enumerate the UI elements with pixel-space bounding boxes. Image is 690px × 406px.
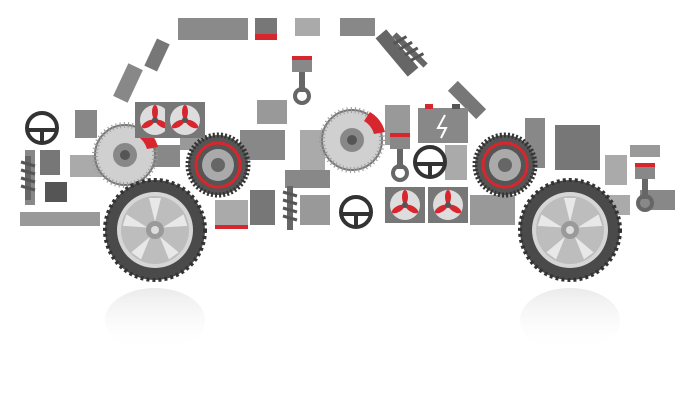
clutch-plate-rear [188, 135, 248, 195]
shock-absorber-icon [281, 184, 299, 232]
front-wheel [518, 178, 622, 282]
steering-wheel-icon [339, 195, 373, 229]
piston-icon [290, 54, 314, 105]
rear-wheel-reflection [105, 288, 205, 352]
battery-part [418, 104, 468, 143]
steering-wheel-icon [25, 111, 59, 145]
rear-wheel [103, 178, 207, 282]
brake-disc-center [322, 110, 385, 170]
front-wheel-reflection [520, 288, 620, 352]
clutch-plate-front [475, 135, 535, 195]
radiator-fan-3 [385, 187, 425, 223]
steering-wheel-icon [413, 145, 447, 179]
radiator-fan-4 [428, 187, 468, 223]
piston-icon [388, 131, 412, 182]
radiator-fan-2 [165, 102, 205, 138]
